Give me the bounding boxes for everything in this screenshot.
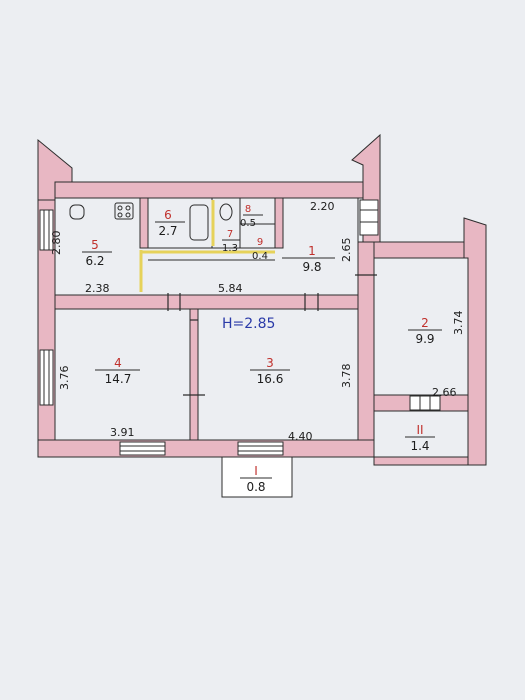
wall-middle	[54, 294, 359, 310]
room-7-area: 1.3	[222, 243, 238, 254]
balcony-I	[221, 456, 293, 498]
room-4-number: 4	[114, 356, 122, 370]
dim-2-80: 2.80	[50, 231, 63, 256]
room-2-number: 2	[421, 316, 429, 330]
room-I-number: I	[254, 464, 258, 478]
wall-bottom	[37, 439, 375, 458]
dim-3-74: 3.74	[452, 311, 465, 336]
room-II-area: 1.4	[410, 439, 429, 453]
room-6-area: 2.7	[158, 224, 177, 238]
wall-9-1	[274, 197, 284, 249]
room-labels: 1 9.8 2 9.9 3 16.6 4 14.7 5 6.2 6 2.7 7 1.3 8 0.59 0.4I 0…	[82, 204, 442, 494]
dim-2-38: 2.38	[85, 282, 110, 295]
wall-4-3	[189, 308, 199, 441]
room-2-area: 9.9	[415, 332, 434, 346]
room-5-number: 5	[91, 238, 99, 252]
dim-3-91: 3.91	[110, 426, 135, 439]
room-II-number: II	[416, 423, 423, 437]
wall-right-core	[357, 241, 375, 458]
dim-3-76: 3.76	[58, 366, 71, 391]
window-bottom-right	[237, 441, 284, 456]
window-left-top	[39, 209, 54, 251]
room-7-number: 7	[227, 229, 233, 240]
room-4-area: 14.7	[105, 372, 132, 386]
toilet-icon	[219, 203, 233, 221]
room-9-area: 0.4	[252, 251, 268, 262]
dim-2-66: 2.66	[432, 386, 457, 399]
doors	[167, 274, 377, 396]
wall-top	[54, 181, 364, 199]
window-II	[409, 395, 441, 411]
sink-icon	[69, 204, 85, 220]
stove-icon	[114, 202, 134, 220]
dim-5-84: 5.84	[218, 282, 243, 295]
room-5-area: 6.2	[85, 254, 104, 268]
room-1-area: 9.8	[302, 260, 321, 274]
room-I-area: 0.8	[246, 480, 265, 494]
room-3-number: 3	[266, 356, 274, 370]
room-8-number: 8	[245, 204, 251, 215]
height-label: H=2.85	[222, 316, 275, 332]
room-6-number: 6	[164, 208, 172, 222]
wall-5-6	[139, 197, 149, 249]
wall-corridor-top	[373, 241, 465, 259]
dim-2-20: 2.20	[310, 200, 335, 213]
dim-4-40: 4.40	[288, 430, 313, 443]
dim-3-78: 3.78	[340, 364, 353, 389]
fixtures	[69, 202, 233, 241]
windows	[39, 199, 441, 456]
room-1-number: 1	[308, 244, 316, 258]
window-left-bottom	[39, 349, 54, 406]
window-right-top	[359, 199, 379, 236]
wall-II-bottom	[373, 456, 469, 466]
bathroom-highlight	[139, 200, 275, 292]
bathtub-icon	[189, 204, 209, 241]
window-bottom-left	[119, 441, 166, 456]
room-8-area: 0.5	[240, 218, 256, 229]
room-3-area: 16.6	[257, 372, 284, 386]
dim-2-65: 2.65	[340, 238, 353, 263]
room-9-number: 9	[257, 237, 263, 248]
